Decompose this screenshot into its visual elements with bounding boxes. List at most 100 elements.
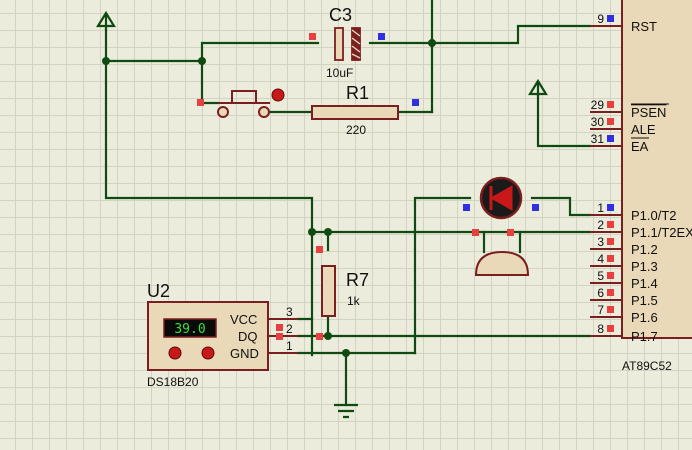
pin-marker-red — [507, 229, 514, 236]
power-terminal-left[interactable] — [96, 10, 116, 30]
r1-ref: R1 — [346, 83, 369, 103]
pin-marker-red — [316, 246, 323, 253]
sensor-pin-number: 2 — [286, 322, 293, 336]
power-arrow-icon — [96, 10, 116, 30]
button-knob-icon — [271, 88, 285, 102]
mcu-pin-number: 9 — [597, 12, 604, 26]
mcu-pin-number: 3 — [597, 235, 604, 249]
junction-dot — [342, 349, 350, 357]
sensor-reading: 39.0 — [174, 322, 205, 337]
button-contact — [217, 106, 229, 118]
r7-ref: R7 — [346, 270, 369, 290]
resistor-r1[interactable]: R1 220 — [311, 83, 419, 137]
capacitor-plate — [334, 27, 344, 61]
resistor-body — [321, 265, 336, 317]
capacitor-hatch — [351, 29, 361, 59]
c3-value: 10uF — [326, 66, 353, 80]
pin-marker-red — [309, 33, 316, 40]
mcu-pin-label: PSEN — [631, 105, 666, 120]
wire-ea-power — [536, 94, 592, 148]
mcu-pin-number: 30 — [591, 115, 605, 129]
mcu-pin-number: 4 — [597, 252, 604, 266]
mcu-pin-number: 6 — [597, 286, 604, 300]
u2-part: DS18B20 — [147, 375, 199, 389]
mcu-pin-label: P1.3 — [631, 259, 658, 274]
mcu-pin-label: P1.2 — [631, 242, 658, 257]
junction-dot — [324, 228, 332, 236]
mcu-pin-label: P1.7 — [631, 329, 658, 344]
sensor-pin-number: 1 — [286, 339, 293, 353]
wire-c3-to-rst — [368, 24, 592, 45]
junction-dot — [308, 228, 316, 236]
sensor-pin-number: 3 — [286, 305, 293, 319]
mcu-pin-number: 7 — [597, 303, 604, 317]
mcu-at89c52[interactable]: 9 29 30 31 1 2 3 4 5 6 7 8 RST PSEN ALE … — [590, 0, 692, 373]
wire-vcc-left — [104, 28, 314, 357]
sensor-down-button-icon[interactable] — [168, 346, 182, 360]
mcu-pin-label: P1.4 — [631, 276, 658, 291]
junction-dot — [102, 57, 110, 65]
junction-dot — [324, 332, 332, 340]
r7-value: 1k — [347, 294, 361, 308]
mcu-pin-number: 29 — [591, 98, 605, 112]
reset-pushbutton[interactable] — [197, 88, 285, 118]
led-arrow-icon — [489, 185, 513, 211]
wire-led-to-p10 — [530, 196, 592, 217]
capacitor-c3[interactable]: C3 10uF — [309, 5, 385, 80]
mcu-pin-number: 8 — [597, 322, 604, 336]
mcu-pin-number: 2 — [597, 218, 604, 232]
mcu-pin-label: EA — [631, 139, 649, 154]
pin-marker-red — [197, 99, 204, 106]
power-terminal-ea[interactable] — [528, 78, 548, 96]
led[interactable] — [463, 176, 539, 220]
sensor-u2[interactable]: 39.0 U2 DS18B20 VCC DQ GND 3 2 1 — [147, 281, 298, 389]
junction-dot — [198, 57, 206, 65]
wire-vcc-to-button — [200, 59, 220, 105]
wires — [104, 0, 592, 407]
pin-marker-blue — [412, 99, 419, 106]
mcu-pin-number: 1 — [597, 201, 604, 215]
ground-icon — [334, 403, 358, 419]
mcu-pin-label: P1.1/T2EX — [631, 225, 692, 240]
pin-marker-red — [472, 229, 479, 236]
pin-marker-red — [276, 333, 283, 340]
power-arrow-icon — [528, 78, 548, 96]
wire-vcc-to-c3 — [104, 41, 320, 63]
pin-marker-red — [276, 324, 283, 331]
mcu-pin-number: 31 — [591, 132, 605, 146]
mcu-part: AT89C52 — [622, 359, 672, 373]
sensor-up-button-icon[interactable] — [201, 346, 215, 360]
mcu-pin-label: P1.0/T2 — [631, 208, 677, 223]
pin-marker-blue — [532, 204, 539, 211]
mcu-body — [621, 0, 692, 339]
c3-ref: C3 — [329, 5, 352, 25]
wire-led-left — [413, 196, 472, 355]
mcu-pin-lines — [590, 25, 622, 337]
buzzer-body — [474, 250, 530, 276]
sensor-pin-label: GND — [230, 346, 259, 361]
resistor-r7[interactable]: R7 1k — [316, 246, 369, 340]
sensor-pin-label: DQ — [238, 329, 258, 344]
junctions — [102, 39, 436, 357]
button-actuator — [218, 90, 270, 104]
pin-marker-red — [316, 333, 323, 340]
junction-dot — [428, 39, 436, 47]
u2-ref: U2 — [147, 281, 170, 301]
mcu-pin-label: ALE — [631, 122, 656, 137]
pin-marker-blue — [463, 204, 470, 211]
button-contact — [258, 106, 270, 118]
buzzer[interactable] — [472, 229, 530, 276]
ground-terminal[interactable] — [334, 403, 358, 419]
mcu-pin-number: 5 — [597, 269, 604, 283]
r1-value: 220 — [346, 123, 366, 137]
mcu-pin-label: P1.5 — [631, 293, 658, 308]
sensor-lcd — [163, 318, 217, 338]
sensor-pin-label: VCC — [230, 312, 257, 327]
resistor-body — [311, 105, 399, 120]
mcu-pin-label: P1.6 — [631, 310, 658, 325]
mcu-pin-label: RST — [631, 19, 657, 34]
mcu-pin-markers — [607, 15, 614, 332]
pin-marker-blue — [378, 33, 385, 40]
